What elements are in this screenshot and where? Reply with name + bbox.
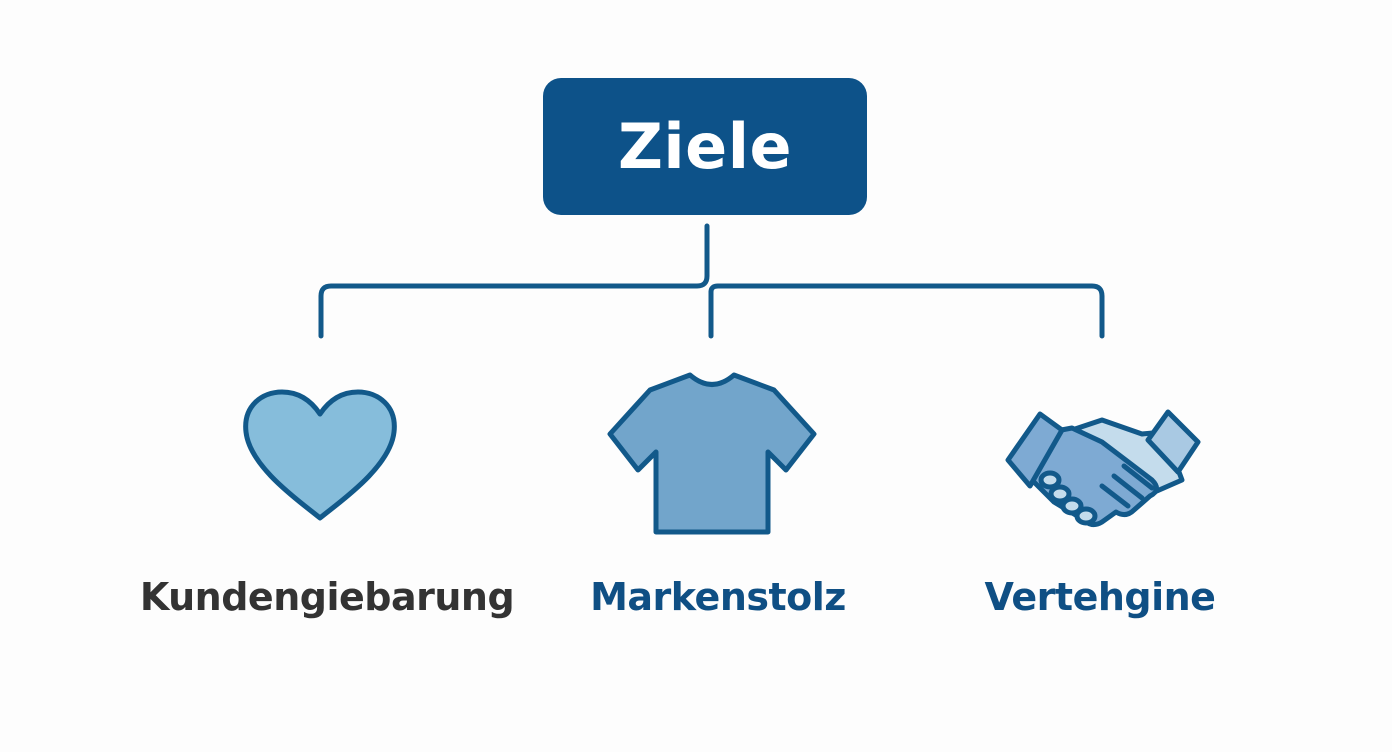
tshirt-icon <box>607 372 817 535</box>
child-label-vertehgine: Vertehgine <box>984 575 1216 619</box>
connector-right <box>708 283 1105 339</box>
handshake-icon <box>1005 409 1201 528</box>
heart-icon <box>243 389 397 521</box>
root-node-label: Ziele <box>617 110 793 183</box>
root-node-ziele: Ziele <box>543 78 867 215</box>
child-label-kundengiebarung: Kundengiebarung <box>139 575 515 619</box>
child-label-markenstolz: Markenstolz <box>590 575 846 619</box>
connector-left <box>318 223 710 339</box>
